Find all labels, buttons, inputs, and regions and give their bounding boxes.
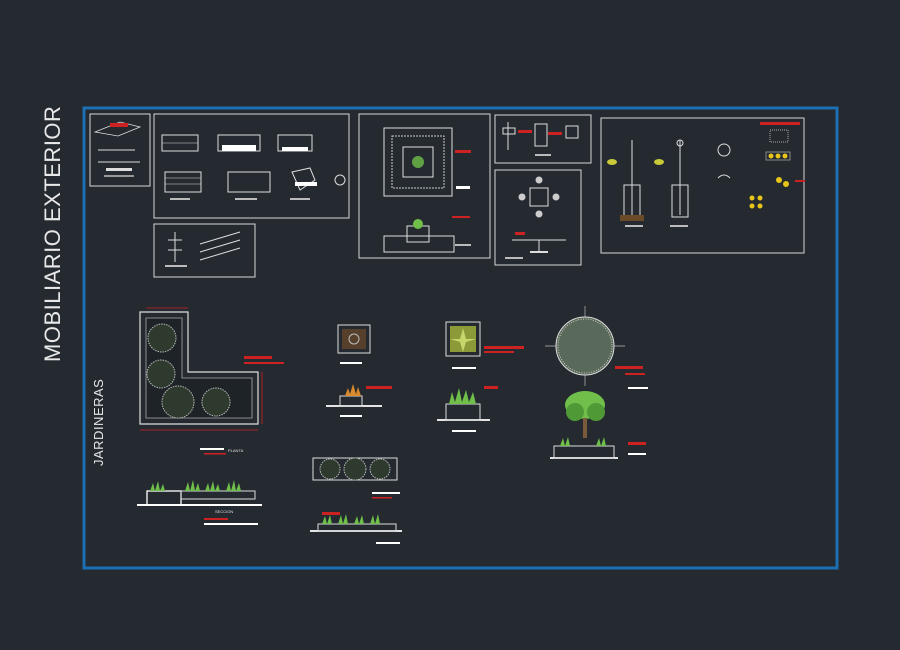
planter-l-plan[interactable]: PLANTA: [139, 307, 284, 455]
detail-box-tree-grate[interactable]: [358, 113, 491, 259]
planter-square-small[interactable]: [326, 324, 392, 417]
sheet-frame: [82, 106, 839, 570]
detail-box-1[interactable]: [89, 113, 151, 187]
plan-label: PLANTA: [228, 448, 244, 453]
planter-round-tree[interactable]: [545, 306, 648, 459]
section-view-label: SECCION: [215, 509, 233, 514]
detail-box-table[interactable]: [494, 169, 582, 266]
drawing-title: MOBILIARIO EXTERIOR: [40, 105, 65, 362]
section-label-jardineras: JARDINERAS: [91, 378, 106, 466]
detail-box-3[interactable]: [153, 223, 256, 278]
detail-box-lamps[interactable]: [600, 117, 805, 254]
planter-row[interactable]: [310, 457, 402, 544]
planter-long-section[interactable]: SECCION: [137, 480, 262, 525]
planter-square-medium[interactable]: [437, 321, 524, 432]
detail-box-benches[interactable]: [153, 113, 350, 219]
detail-box-5[interactable]: [494, 114, 592, 164]
